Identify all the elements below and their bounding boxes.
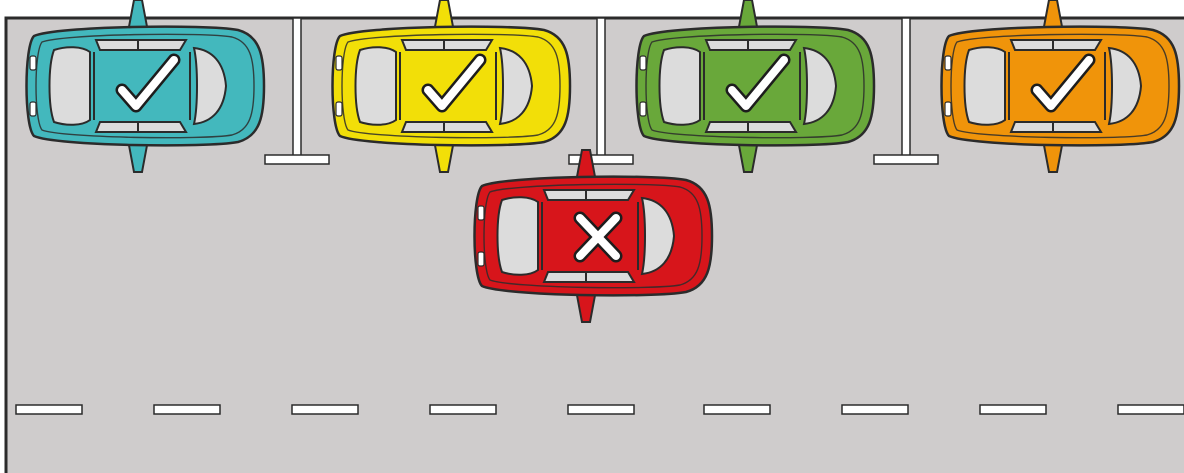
lane-dash	[154, 405, 220, 414]
lane-markings	[16, 405, 1184, 414]
lane-dash	[842, 405, 908, 414]
lane-dash	[568, 405, 634, 414]
lane-dash	[980, 405, 1046, 414]
lane-dash	[430, 405, 496, 414]
lane-dash	[16, 405, 82, 414]
lane-dash	[292, 405, 358, 414]
lane-dash	[704, 405, 770, 414]
lane-dash	[1118, 405, 1184, 414]
